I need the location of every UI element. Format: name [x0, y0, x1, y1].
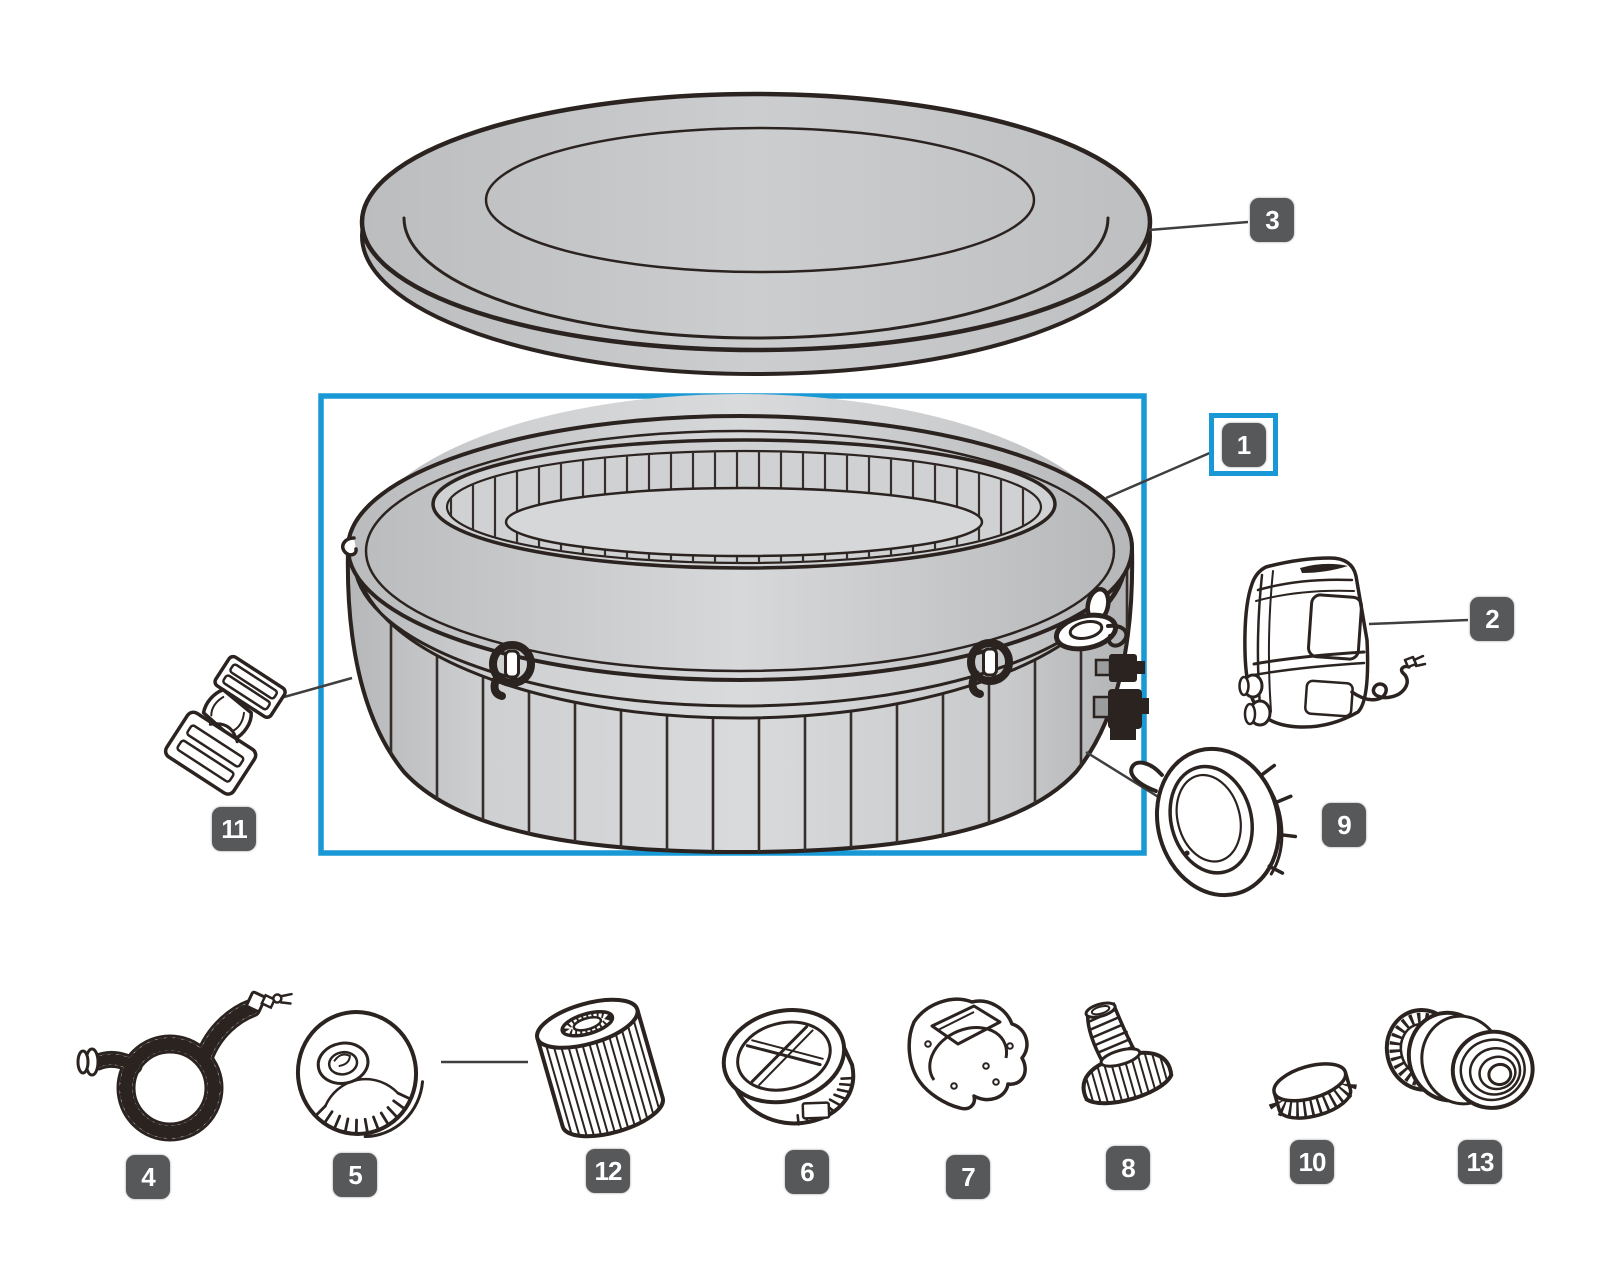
tub-side-tab: [341, 536, 358, 557]
spa-tub-drawing: [341, 394, 1149, 855]
part-badge-4[interactable]: 4: [126, 1155, 170, 1199]
leader-line-9: [1085, 750, 1161, 800]
tub-inner-wall-pleats: [447, 451, 1041, 563]
part-badge-6[interactable]: 6: [785, 1150, 829, 1194]
filter-housing-cap-drawing: [721, 1008, 856, 1126]
part-badge-2[interactable]: 2: [1470, 597, 1514, 641]
tie-down-loop: [1053, 586, 1129, 652]
part-badge-12[interactable]: 12: [586, 1149, 630, 1193]
part-badge-8[interactable]: 8: [1106, 1146, 1150, 1190]
drain-valve-drawing: [1081, 1001, 1174, 1106]
power-cord: [1350, 664, 1411, 702]
hose-port-lower: [1092, 689, 1149, 740]
inflation-hose-drawing: [76, 990, 293, 1142]
leader-line-1: [1105, 450, 1213, 500]
clamp-bracket-drawing: [907, 997, 1029, 1111]
pump-unit-drawing: [1238, 556, 1427, 729]
hose-port-upper: [1094, 654, 1145, 682]
part-badge-9[interactable]: 9: [1322, 803, 1366, 847]
filter-cartridge-drawing: [535, 997, 665, 1139]
part-badge-1[interactable]: 1: [1221, 422, 1266, 467]
part-badge-3[interactable]: 3: [1250, 198, 1294, 242]
leader-line-2: [1368, 618, 1469, 626]
coupling-nut-drawing: [1129, 746, 1298, 898]
leader-line-3: [1148, 220, 1249, 232]
lock-ring-drawing: [1268, 1062, 1357, 1120]
strap-clip-left: [489, 641, 535, 700]
hose-valve-tip: [245, 990, 293, 1013]
strap-clip-right: [967, 639, 1013, 698]
valve-cap-drawing: [295, 1010, 425, 1139]
spa-cover-drawing: [359, 91, 1153, 376]
threaded-adapter-drawing: [1384, 1008, 1535, 1110]
part-badge-11[interactable]: 11: [212, 807, 256, 851]
part-badge-5[interactable]: 5: [333, 1153, 377, 1197]
part-badge-7[interactable]: 7: [946, 1155, 990, 1199]
pump-ports: [1238, 673, 1272, 727]
buckle-drawing: [163, 654, 287, 796]
part-badge-10[interactable]: 10: [1290, 1140, 1334, 1184]
part-callout-1-selected[interactable]: 1: [1209, 413, 1278, 476]
part-badge-13[interactable]: 13: [1458, 1140, 1502, 1184]
